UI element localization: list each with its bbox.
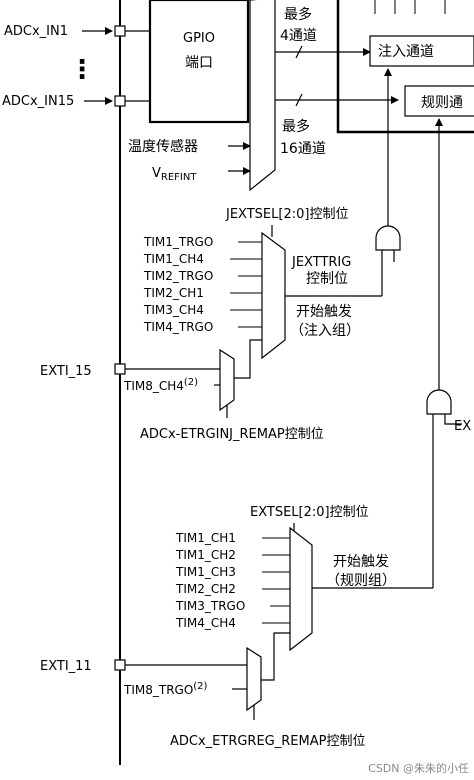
extsel-label: EXTSEL[2:0]控制位: [250, 505, 369, 520]
pin-square-in15: [114, 95, 126, 107]
jexttrig-control-label: 控制位: [306, 271, 348, 287]
regular-source-list: TIM1_CH1 TIM1_CH2 TIM1_CH3 TIM2_CH2 TIM3…: [175, 531, 245, 630]
regular-source-label: TIM1_CH2: [175, 548, 236, 562]
ex-label: EX: [454, 419, 471, 434]
injected-source-label: TIM1_CH4: [143, 252, 204, 266]
regular-count-label: 16通道: [280, 141, 326, 157]
exti11-label: EXTI_11: [40, 659, 92, 674]
injected-source-label: TIM2_CH1: [143, 286, 204, 300]
regular-trigger-label: 开始触发: [333, 554, 389, 570]
regular-source-label: TIM4_CH4: [175, 616, 236, 630]
regular-trigger-mux: [289, 526, 313, 652]
regular-source-label: TIM3_TRGO: [175, 599, 245, 613]
injected-source-lines: [230, 241, 262, 328]
jexttrig-label: JEXTTRIG: [291, 255, 351, 270]
injected-trigger-mux: [261, 231, 286, 360]
injected-source-list: TIM1_TRGO TIM1_CH4 TIM2_TRGO TIM2_CH1 TI…: [143, 235, 213, 334]
gpio-label: GPIO: [183, 31, 215, 46]
injected-source-label: TIM3_CH4: [143, 303, 204, 317]
regular-and-gate: [426, 389, 452, 415]
pin-square-exti11: [114, 659, 126, 671]
injected-group-label: （注入组）: [290, 323, 360, 339]
regular-remap-mux: [246, 646, 262, 712]
tim8-ch4-label: TIM8_CH4(2): [123, 377, 198, 393]
temp-sensor-label: 温度传感器: [128, 138, 198, 155]
pin-square-exti15: [114, 363, 126, 375]
ex-signal-line: [444, 414, 462, 425]
vrefint-label: VREFINT: [152, 166, 197, 183]
injected-bus-slash: [295, 45, 303, 59]
input-label-adc-in15: ADCx_IN15: [2, 94, 74, 109]
injected-source-label: TIM1_TRGO: [143, 235, 213, 249]
regular-source-lines: [262, 537, 290, 624]
tim8-trgo-label: TIM8_TRGO(2): [123, 681, 208, 697]
injected-source-label: TIM2_TRGO: [143, 269, 213, 283]
regular-channel-box: [404, 85, 474, 117]
pin-square-in1: [114, 25, 126, 37]
injected-channel-label: 注入通道: [378, 44, 434, 60]
injected-and-gate: [375, 225, 401, 251]
input-ellipsis: ⋮: [69, 55, 95, 85]
regular-bus-slash: [295, 93, 303, 107]
regular-source-label: TIM1_CH3: [175, 565, 236, 579]
analog-input-mux: [249, 0, 276, 192]
adc-core-block: [336, 0, 474, 134]
regular-channel-label: 规则通: [421, 95, 463, 111]
injected-remap-label: ADCx-ETRGINJ_REMAP控制位: [140, 427, 324, 442]
regular-group-label: （规则组）: [326, 573, 396, 589]
regular-source-label: TIM2_CH2: [175, 582, 236, 596]
gpio-port-block: [148, 0, 250, 124]
regular-remap-output: [261, 632, 290, 681]
regular-max-label: 最多: [282, 118, 310, 135]
input-label-adc-in1: ADCx_IN1: [4, 24, 68, 39]
exti15-label: EXTI_15: [40, 364, 92, 379]
injected-remap-output: [234, 339, 262, 379]
regular-remap-label: ADCx_ETRGREG_REMAP控制位: [170, 734, 365, 749]
injected-max-label: 最多: [284, 6, 312, 23]
gpio-port-label: 端口: [185, 55, 213, 71]
injected-channel-box: [369, 35, 474, 67]
watermark: CSDN @朱朱的小任: [368, 761, 469, 775]
injected-trigger-label: 开始触发: [296, 304, 352, 320]
injected-source-label: TIM4_TRGO: [143, 320, 213, 334]
injected-count-label: 4通道: [280, 28, 317, 44]
regular-source-label: TIM1_CH1: [175, 531, 236, 545]
jextsel-label: JEXTSEL[2:0]控制位: [225, 207, 348, 222]
injected-remap-mux: [219, 348, 235, 412]
